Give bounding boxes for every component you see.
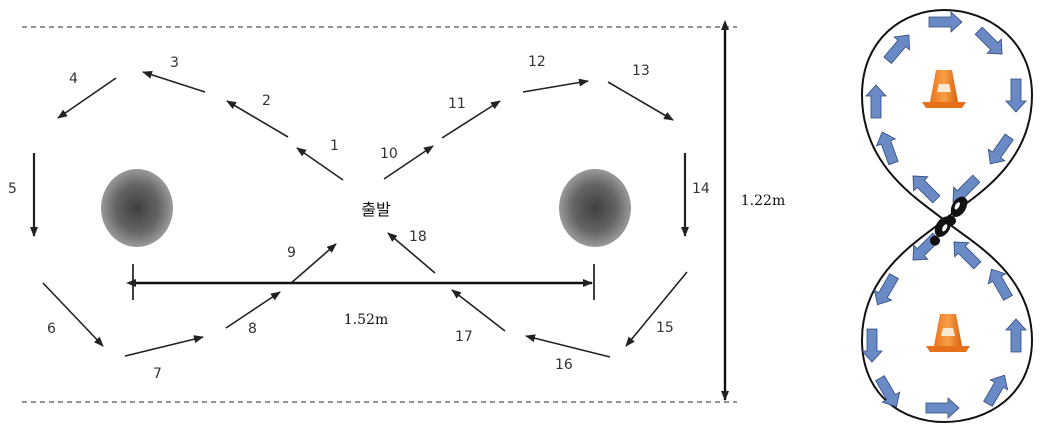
route-direction-arrow [1005,78,1027,113]
route-direction-arrow [983,374,1009,407]
route-arrows [861,11,1027,419]
step-number: 7 [153,366,162,382]
step-number: 13 [632,63,650,79]
step-number: 8 [248,321,257,337]
route-direction-arrow [861,328,883,363]
step-number: 1 [330,138,339,154]
step-number: 16 [555,357,573,373]
step-number: 12 [528,54,546,70]
step-arrow-15 [625,271,688,347]
footprints-icon [930,196,968,246]
step-number: 2 [262,93,271,109]
height-label: 1.22m [741,193,785,209]
step-number: 9 [287,245,296,261]
route-direction-arrow [928,11,963,33]
width-dimension: 1.52m [126,264,595,328]
step-number: 17 [455,329,473,345]
traffic-cone-icon [922,70,966,108]
step-number: 6 [47,321,56,337]
step-arrow-9 [289,243,337,285]
left-obstacle-marker [101,169,173,247]
step-number: 15 [656,320,674,336]
route-direction-arrow [925,397,960,419]
step-number: 5 [8,181,17,197]
step-arrow-13 [607,81,674,121]
step-arrow-11 [441,100,501,139]
route-direction-arrow [865,84,887,119]
step-number: 4 [69,71,78,87]
height-dimension: 1.22m [721,20,785,401]
figure-eight-diagram [860,8,1034,424]
step-arrow-3 [142,70,206,93]
route-arrows [30,70,689,358]
step-arrow-2 [226,100,289,138]
step-arrow-6 [42,282,104,347]
step-arrow-10 [383,145,434,180]
step-arrow-17 [451,289,506,332]
route-direction-arrow [953,241,982,270]
step-arrow-4 [57,77,117,119]
step-number: 14 [692,181,710,197]
right-obstacle-marker [559,169,631,247]
route-direction-arrow [1005,318,1027,353]
step-arrow-16 [525,334,611,358]
route-direction-arrow [875,375,901,408]
step-number: 3 [170,55,179,71]
step-arrow-1 [296,147,344,181]
step-number: 10 [380,146,398,162]
route-direction-arrow [912,175,941,204]
route-direction-arrow [987,268,1013,301]
route-direction-arrow [875,131,899,166]
route-direction-arrow [987,133,1014,165]
step-number: 18 [409,229,427,245]
start-label: 출발 [361,200,391,219]
step-number: 11 [448,96,466,112]
left-diagram: 1.52m 1.22m 출발 [8,20,785,403]
width-label: 1.52m [344,312,388,328]
step-arrow-7 [124,335,204,357]
route-direction-arrow [883,34,910,65]
step-numbers: 1 2 3 4 5 6 7 8 9 10 11 12 13 14 15 16 1… [8,54,710,382]
route-direction-arrow [873,273,899,306]
step-arrow-18 [387,232,436,274]
route-direction-arrow [974,26,1003,55]
step-arrow-8 [225,291,281,329]
traffic-cone-icon [926,314,970,352]
step-arrow-12 [522,78,589,93]
